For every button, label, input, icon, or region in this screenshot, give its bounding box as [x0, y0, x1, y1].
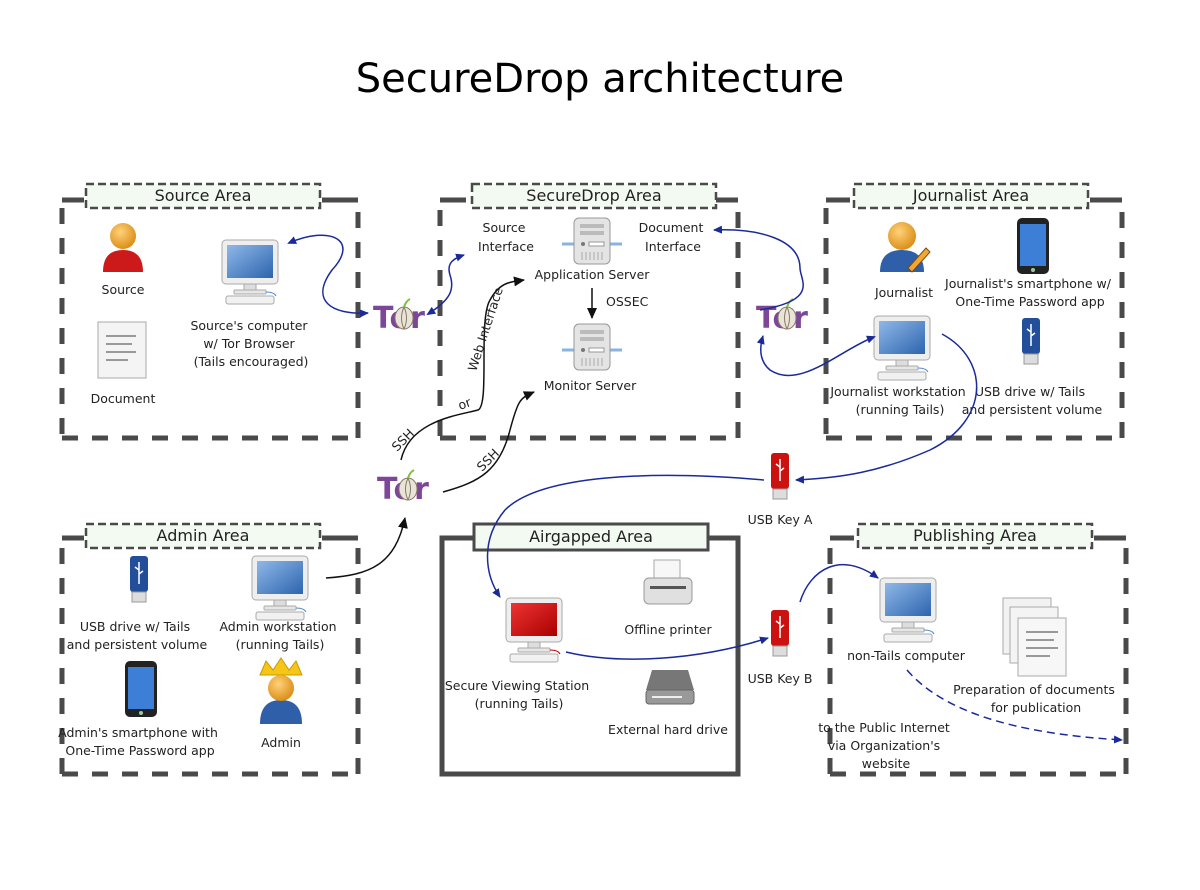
- ossec-label: OSSEC: [606, 294, 649, 309]
- documents-stack-icon: [1002, 597, 1067, 677]
- journalist-workstation-label: Journalist workstation (running Tails): [829, 384, 969, 417]
- airgapped-area-title: Airgapped Area: [529, 527, 653, 546]
- journalist-usb-drive-icon: [1021, 317, 1041, 365]
- admin-workstation-label: Admin workstation (running Tails): [219, 619, 340, 652]
- tor-monitor-server-link: [442, 391, 535, 493]
- application-server-icon: [560, 216, 624, 266]
- admin-area: Admin Area USB drive w/ Tails and persis…: [58, 522, 361, 777]
- external-hard-drive-label: External hard drive: [608, 722, 728, 737]
- document-interface-label: Document Interface: [639, 220, 708, 254]
- web-interface-label: Web Interface: [465, 285, 506, 373]
- usb-key-a-svs-link: [486, 474, 765, 598]
- ssh-label-1: SSH: [389, 426, 417, 454]
- diagram-title: SecureDrop architecture: [355, 56, 845, 102]
- admin-area-title: Admin Area: [157, 526, 250, 545]
- document-label: Document: [91, 391, 156, 406]
- workstation-usb-key-a-link: [795, 333, 978, 484]
- admin-smartphone-label: Admin's smartphone with One-Time Passwor…: [58, 725, 222, 758]
- securedrop-area: SecureDrop Area Source Interface Documen…: [437, 182, 741, 441]
- external-hard-drive-icon: [645, 670, 695, 705]
- usb-key-b-label: USB Key B: [748, 671, 813, 686]
- usb-key-a-icon: [770, 452, 790, 500]
- journalist-usb-label: USB drive w/ Tails and persistent volume: [962, 384, 1103, 417]
- tor-app-server-link: [400, 276, 525, 461]
- admin-workstation-icon: [251, 555, 309, 621]
- journalist-person-icon: [880, 222, 931, 273]
- securedrop-area-title: SecureDrop Area: [526, 186, 661, 205]
- admin-label: Admin: [261, 735, 301, 750]
- secure-viewing-station-label: Secure Viewing Station (running Tails): [445, 678, 593, 711]
- publishing-area-title: Publishing Area: [913, 526, 1037, 545]
- journalist-workstation-icon: [873, 315, 931, 381]
- admin-usb-drive-icon: [129, 555, 149, 603]
- source-person-icon: [103, 223, 143, 272]
- source-label: Source: [102, 282, 145, 297]
- printer-icon: [643, 559, 693, 605]
- source-computer-label: Source's computer w/ Tor Browser (Tails …: [190, 318, 311, 369]
- airgapped-area: Airgapped Area Secure Viewing Station (r…: [439, 522, 741, 777]
- admin-person-icon: [259, 657, 303, 724]
- admin-usb-label: USB drive w/ Tails and persistent volume: [67, 619, 208, 652]
- journalist-area: Journalist Area Journalist Journalist's …: [823, 182, 1125, 441]
- source-area-title: Source Area: [155, 186, 252, 205]
- document-icon: [97, 321, 147, 379]
- source-computer-tor-link: [287, 234, 369, 318]
- source-computer-icon: [221, 239, 279, 305]
- journalist-label: Journalist: [874, 285, 933, 300]
- journalist-area-title: Journalist Area: [912, 186, 1029, 205]
- tor-node-admin: Tor: [377, 469, 429, 507]
- non-tails-computer-icon: [879, 577, 937, 643]
- monitor-server-label: Monitor Server: [544, 378, 637, 393]
- journalist-smartphone-label: Journalist's smartphone w/ One-Time Pass…: [944, 276, 1115, 309]
- svs-usb-key-b-link: [565, 636, 769, 660]
- usb-key-a-label: USB Key A: [748, 512, 813, 527]
- usb-key-b-icon: [770, 609, 790, 657]
- usb-key-b-publishing-link: [799, 564, 879, 603]
- monitor-server-icon: [560, 322, 624, 372]
- tor-source-interface-link: [426, 253, 465, 316]
- source-interface-label: Source Interface: [478, 220, 534, 254]
- or-label: or: [456, 394, 474, 413]
- tor-node-journalist: Tor: [756, 298, 808, 336]
- source-area: Source Area Source Document Source's com…: [59, 182, 361, 441]
- secure-viewing-station-icon: [505, 597, 563, 663]
- public-internet-label: to the Public Internet via Organization'…: [818, 720, 954, 771]
- journalist-smartphone-icon: [1017, 218, 1049, 274]
- admin-smartphone-icon: [125, 661, 157, 717]
- application-server-label: Application Server: [535, 267, 651, 282]
- tor-node-source: Tor: [373, 298, 425, 336]
- admin-workstation-tor-link: [325, 517, 408, 579]
- to-internet-arrow: [906, 669, 1123, 744]
- documents-preparation-label: Preparation of documents for publication: [953, 682, 1119, 715]
- tor-document-interface-link: [713, 225, 804, 311]
- ssh-label-2: SSH: [474, 446, 502, 474]
- publishing-area: Publishing Area non-Tails computer Prepa…: [818, 522, 1129, 777]
- non-tails-computer-label: non-Tails computer: [847, 648, 966, 663]
- printer-label: Offline printer: [624, 622, 712, 637]
- journalist-workstation-tor-link: [756, 335, 876, 377]
